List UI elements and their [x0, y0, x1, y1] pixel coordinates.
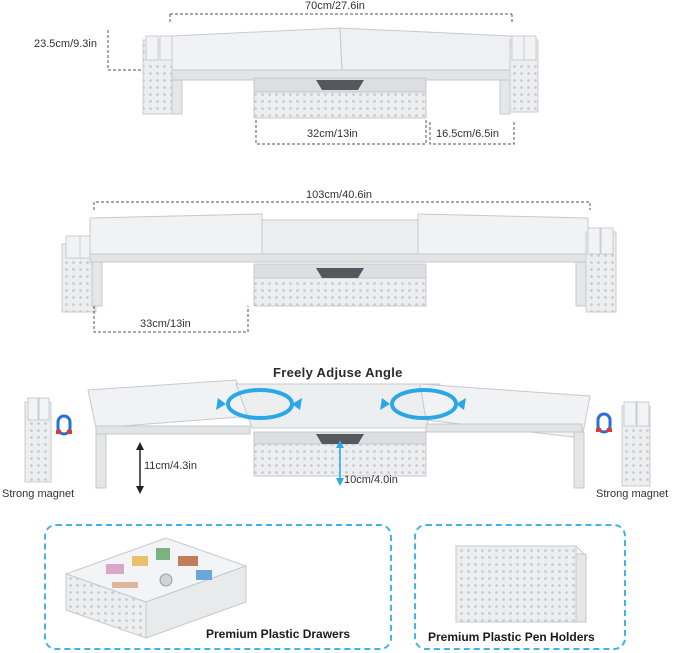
drawer-organizer-illustration	[64, 537, 248, 639]
magnet-left-icon	[56, 414, 72, 436]
desk-height-label: 11cm/4.3in	[144, 460, 197, 472]
magnet-label-left: Strong magnet	[2, 488, 75, 500]
pen-holder-illustration	[454, 545, 588, 623]
pen-holder-feature-panel: Premium Plastic Pen Holders	[414, 524, 626, 650]
drawer-height-label: 10cm/4.0in	[344, 474, 398, 486]
drawer-extended	[253, 277, 427, 307]
depth-label: 23.5cm/9.3in	[34, 38, 97, 50]
drawer-compact	[253, 91, 427, 119]
drawer-width-label: 32cm/13in	[307, 128, 358, 140]
width-label-compact: 70cm/27.6in	[305, 0, 365, 12]
magnet-label-right: Strong magnet	[596, 488, 669, 500]
angle-title: Freely Adjuse Angle	[273, 365, 403, 380]
holders-caption: Premium Plastic Pen Holders	[428, 630, 595, 644]
drawer-feature-panel: Premium Plastic Drawers	[44, 524, 392, 650]
width-label-extended: 103cm/40.6in	[306, 189, 373, 201]
side-width-label-compact: 16.5cm/6.5in	[436, 128, 499, 140]
magnet-right-icon	[596, 412, 612, 434]
side-width-label-extended: 33cm/13in	[140, 318, 191, 330]
drawers-caption: Premium Plastic Drawers	[206, 627, 351, 641]
